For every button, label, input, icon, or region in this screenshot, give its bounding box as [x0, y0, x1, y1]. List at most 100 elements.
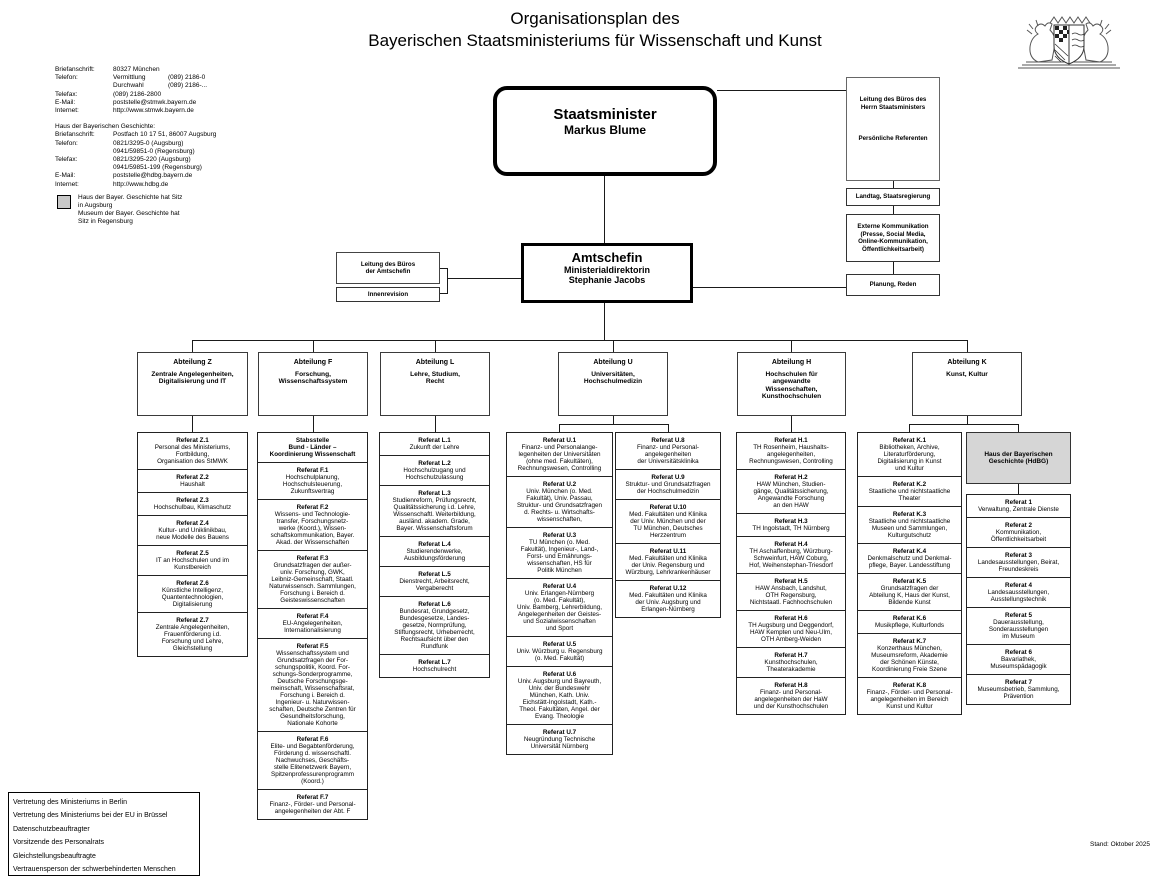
landtag-box: Landtag, Staatsregierung	[846, 188, 940, 206]
dept-code-u: Abteilung U	[593, 359, 633, 366]
referat-title: Referat H.4	[774, 541, 808, 548]
referat-title: Referat L.3	[418, 490, 451, 497]
connector-line	[440, 268, 448, 269]
contact-c2: (089) 2186-0	[168, 74, 206, 82]
hdbg-contact-rows: Briefanschrift:Postfach 10 17 51, 86007 …	[55, 131, 325, 188]
referat-title: Referat H.5	[774, 578, 808, 585]
hdbg-contact-heading: Haus der Bayerischen Geschichte:	[55, 123, 156, 131]
contact-c2: (089) 2186-...	[168, 82, 208, 90]
referat-desc: Studierendenwerke, Ausbildungsförderung	[403, 548, 466, 562]
contact-label: Telefax:	[55, 90, 78, 98]
referat-title: Referat H.1	[774, 437, 808, 444]
connector-line	[893, 262, 894, 274]
referat-desc: Med. Fakultäten und Klinika der Univ. Re…	[625, 555, 711, 576]
dept-code-l: Abteilung L	[415, 359, 455, 366]
referat-desc: Kultur- und Uniklinikbau, neue Modelle d…	[156, 527, 229, 541]
referat-desc: Finanz- und Personal- angelegenheiten de…	[753, 689, 829, 710]
referat-desc: Denkmalschutz und Denkmal- pflege, Bayer…	[867, 555, 952, 569]
location-legend: Haus der Bayer. Geschichte hat Sitz in A…	[57, 194, 257, 226]
referat-title: Referat 2	[1005, 522, 1032, 529]
connector-line	[604, 303, 605, 340]
contact-label: Telefax:	[55, 156, 78, 164]
contact-c1: http://www.hdbg.de	[113, 180, 169, 188]
contact-row: Telefon:Vermittlung(089) 2186-0	[55, 74, 325, 82]
contact-c1: 80327 München	[113, 66, 160, 73]
referat-title: Referat K.6	[892, 615, 927, 622]
referat-title: Referat F.3	[296, 555, 329, 562]
referat-title: Referat L.1	[418, 437, 451, 444]
representative-item: Vorsitzende des Personalrats	[13, 839, 105, 847]
referat-title: Referat Z.1	[176, 437, 209, 444]
referat-title: Referat K.5	[892, 578, 927, 585]
referat-desc: Univ. München (o. Med. Fakultät), Univ. …	[516, 488, 603, 523]
referat-title: Referat U.2	[542, 481, 577, 488]
contact-c1: 0941/59851-199 (Regensburg)	[113, 164, 202, 172]
referat-desc: TH Augsburg und Deggendorf, HAW Kempten …	[748, 622, 834, 643]
landtag-label: Landtag, Staatsregierung	[855, 193, 931, 201]
dept-code-h: Abteilung H	[771, 359, 812, 366]
contact-row: Briefanschrift:80327 München	[55, 66, 325, 74]
contact-row: 0941/59851-199 (Regensburg)	[55, 164, 325, 172]
referat-title: Referat U.9	[651, 474, 685, 481]
referat-title: Referat F.7	[296, 794, 329, 801]
referat-title: Referat Z.7	[176, 617, 209, 624]
referat-desc: Grundsatzfragen der Abteilung K, Haus de…	[869, 585, 950, 606]
connector-line	[791, 340, 792, 352]
referat-title: Referat U.11	[649, 548, 687, 555]
dept-name-f: Forschung, Wissenschaftssystem	[278, 371, 348, 386]
referat-title: Referat U.8	[651, 437, 685, 444]
connector-line	[717, 90, 846, 91]
externe-kommunikation-label: Externe Kommunikation (Presse, Social Me…	[857, 223, 929, 253]
minister-office-top: Leitung des Büros des Herrn Staatsminist…	[859, 96, 927, 111]
referat-title: Referat K.1	[892, 437, 927, 444]
innenrevision-box: Innenrevision	[336, 287, 440, 302]
referat-title: Referat F.1	[296, 467, 329, 474]
contact-c1: 0821/3295-0 (Augsburg)	[113, 139, 184, 147]
dept-name-h: Hochschulen für angewandte Wissenschafte…	[761, 371, 822, 401]
referat-desc: Finanz-, Förder- und Personal- angelegen…	[269, 801, 356, 815]
dept-code-k: Abteilung K	[947, 359, 987, 366]
referat-title: Referat F.2	[296, 504, 329, 511]
staatsminister-box: Staatsminister Markus Blume	[493, 86, 717, 176]
referat-desc: Bibliotheken, Archive, Literaturförderun…	[877, 444, 942, 472]
referat-title: Referat Z.6	[176, 580, 209, 587]
referat-title: Referat Z.3	[176, 497, 209, 504]
referat-title: Referat K.3	[892, 511, 927, 518]
innenrevision-label: Innenrevision	[367, 290, 409, 298]
connector-line	[893, 181, 894, 188]
representative-item: Vertrauensperson der schwerbehinderten M…	[13, 866, 176, 874]
referat-title: Referat K.2	[892, 481, 927, 488]
contact-row: Internet:http://www.stmwk.bayern.de	[55, 107, 325, 115]
referat-title: Referat L.5	[418, 571, 451, 578]
stack-f: Stabsstelle Bund - Länder – Koordinierun…	[257, 432, 368, 820]
referat-desc: Hochschulrecht	[412, 666, 457, 673]
referat-desc: TH Rosenheim, Haushalts- angelegenheiten…	[749, 444, 833, 465]
representative-item: Gleichstellungsbeauftragte	[13, 852, 96, 860]
connector-line	[613, 340, 614, 352]
referat-title: Referat K.8	[892, 682, 927, 689]
contact-c1: poststelle@stmwk.bayern.de	[113, 98, 197, 106]
